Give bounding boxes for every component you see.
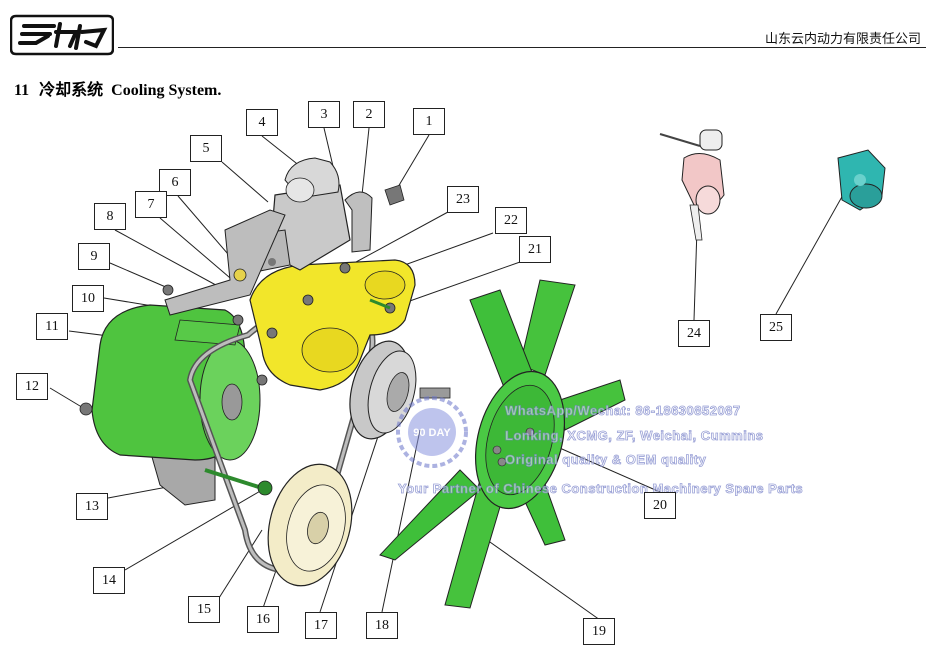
cooling-fan [379, 279, 626, 609]
callout-22: 22 [495, 207, 527, 234]
callout-10: 10 [72, 285, 104, 312]
callout-12: 12 [16, 373, 48, 400]
fan-pulley [349, 340, 451, 440]
callout-18: 18 [366, 612, 398, 639]
section-title: 11 冷却系统 Cooling System. [14, 76, 221, 100]
callout-1: 1 [413, 108, 445, 135]
callout-14: 14 [93, 567, 125, 594]
watermark-line-1: WhatsApp/Wechat: 86-18630852087 [505, 403, 741, 419]
callout-3: 3 [308, 101, 340, 128]
callout-4: 4 [246, 109, 278, 136]
temperature-sensor [837, 149, 886, 211]
callout-2: 2 [353, 101, 385, 128]
callout-25: 25 [760, 314, 792, 341]
alternator [91, 304, 261, 506]
company-logo [9, 12, 115, 58]
callout-15: 15 [188, 596, 220, 623]
callout-20: 20 [644, 492, 676, 519]
company-name: 山东云内动力有限责任公司 [764, 32, 921, 47]
callout-5: 5 [190, 135, 222, 162]
callout-8: 8 [94, 203, 126, 230]
svg-text:90 DAY: 90 DAY [413, 427, 451, 439]
header-divider [118, 47, 926, 48]
section-title-cn: 冷却系统 [39, 80, 104, 99]
mounting-bracket [164, 209, 286, 316]
callout-24: 24 [678, 320, 710, 347]
callout-13: 13 [76, 493, 108, 520]
section-title-en: Cooling System. [111, 82, 222, 99]
thermostat-housing [247, 157, 351, 273]
bypass-hose [344, 191, 373, 253]
callout-21: 21 [519, 236, 551, 263]
callout-11: 11 [36, 313, 68, 340]
hose-fitting [659, 129, 725, 241]
callout-23: 23 [447, 186, 479, 213]
crank-pulley [267, 463, 353, 587]
fasteners [79, 184, 405, 496]
callout-17: 17 [305, 612, 337, 639]
section-number: 11 [14, 82, 30, 99]
quality-seal-watermark: 90 DAY [396, 396, 468, 468]
callout-16: 16 [247, 606, 279, 633]
callout-9: 9 [78, 243, 110, 270]
callout-7: 7 [135, 191, 167, 218]
watermark-line-3: Original quality & OEM quality [505, 452, 707, 468]
watermark-line-2: Lonking, XCMG, ZF, Weichai, Cummins [505, 428, 764, 444]
watermark-line-4: Your Partner of Chinese Construction Mac… [398, 481, 804, 497]
water-pump [249, 259, 416, 391]
callout-19: 19 [583, 618, 615, 645]
